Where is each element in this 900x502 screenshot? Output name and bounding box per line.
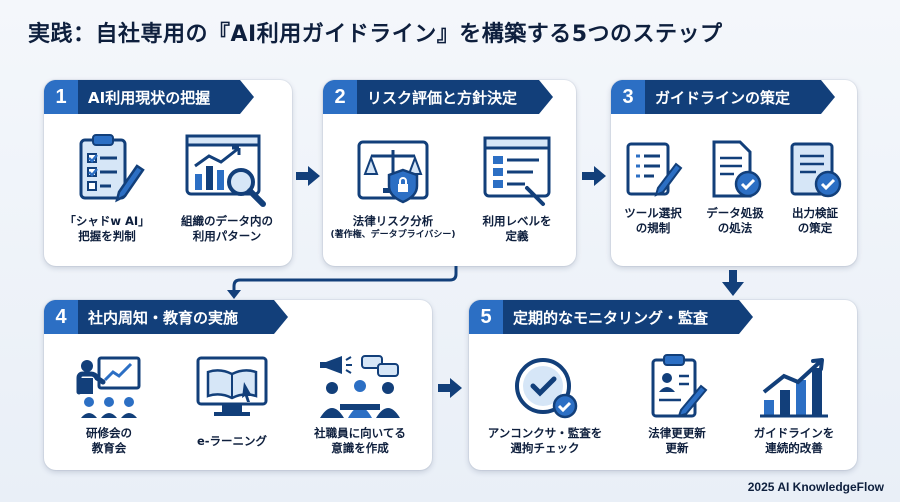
- step-1-item-1-line2: 把握を判制: [78, 229, 136, 243]
- step-3-item-2: データ処扱 の処法: [695, 138, 775, 236]
- step-2-item-1-line2: (著作権、データプライバシー): [330, 230, 456, 240]
- arrow-step2-to-step3: [582, 166, 606, 186]
- step-5-item-2: 法律更更新 更新: [627, 352, 727, 456]
- step-4-item-1-line1: 研修会の: [86, 426, 132, 440]
- step-2-number: 2: [323, 80, 357, 114]
- step-2-item-1: 法律リスク分析 (著作権、データプライバシー): [327, 130, 459, 241]
- step-4-heading: 社内周知・教育の実施: [88, 308, 239, 327]
- step-1-heading: AI利用現状の把握: [88, 88, 211, 107]
- step-5-card: 5 定期的なモニタリング・監査 アンコンクサ・監査を 週拘チェック 法律更更新 …: [469, 300, 857, 470]
- step-2-item-2: 利用レベルを 定義: [463, 130, 571, 244]
- step-5-item-3-line1: ガイドラインを: [753, 426, 835, 440]
- clock-check-icon: [515, 358, 578, 419]
- step-5-heading: 定期的なモニタリング・監査: [513, 308, 709, 327]
- step-4-item-1: 研修会の 教育会: [54, 352, 164, 456]
- step-1-number: 1: [44, 80, 78, 114]
- step-2-item-2-line1: 利用レベルを: [482, 214, 552, 228]
- step-3-item-3-line1: 出力検証: [792, 206, 838, 220]
- step-3-item-2-line2: の処法: [717, 221, 753, 235]
- step-4-item-1-line2: 教育会: [91, 441, 127, 455]
- step-4-item-2: e-ラーニング: [172, 352, 292, 449]
- step-5-item-3-line2: 連続的改善: [765, 441, 823, 455]
- step-3-item-1-line1: ツール選択: [624, 206, 682, 220]
- step-5-number: 5: [469, 300, 503, 334]
- step-3-item-3: 出力検証 の策定: [775, 138, 855, 236]
- step-4-number: 4: [44, 300, 78, 334]
- step-2-item-2-line2: 定義: [505, 229, 529, 243]
- step-3-header: 3 ガイドラインの策定: [611, 80, 835, 114]
- step-3-heading: ガイドラインの策定: [655, 88, 791, 107]
- step-2-card: 2 リスク評価と方針決定 法律リスク分析 (著作権、データプライバシー): [323, 80, 576, 266]
- step-1-item-2-line1: 組織のデータ内の: [181, 214, 273, 228]
- step-2-item-1-line1: 法律リスク分析: [352, 214, 434, 228]
- step-4-item-3-line2: 意識を作成: [331, 441, 389, 455]
- step-3-card: 3 ガイドラインの策定 ツール選択 の規制 データ処扱 の処法: [611, 80, 857, 266]
- page-title: 実践：自社専用の『AI利用ガイドライン』を構築する5つのステップ: [28, 22, 723, 47]
- analytics-magnifier-icon: [185, 134, 266, 207]
- arrow-step4-to-step5: [438, 378, 462, 398]
- step-5-item-3: ガイドラインを 連続的改善: [737, 352, 851, 456]
- arrow-step2-to-step4: [227, 266, 458, 299]
- arrow-step3-to-step5: [722, 270, 744, 296]
- clipboard-person-icon: [651, 354, 708, 418]
- megaphone-audience-icon: [320, 355, 400, 418]
- step-1-item-1: 「シャドw AI」 把握を判制: [52, 130, 162, 244]
- step-5-item-1: アンコンクサ・監査を 週拘チェック: [475, 352, 615, 456]
- step-2-heading: リスク評価と方針決定: [367, 88, 518, 107]
- step-5-item-1-line1: アンコンクサ・監査を: [487, 426, 603, 440]
- growth-chart-icon: [760, 358, 828, 418]
- step-3-number: 3: [611, 80, 645, 114]
- step-3-item-1-line2: の規制: [635, 221, 671, 235]
- step-5-item-2-line2: 更新: [665, 441, 689, 455]
- presentation-icon: [76, 356, 141, 418]
- step-5-item-1-line2: 週拘チェック: [510, 441, 580, 455]
- step-4-card: 4 社内周知・教育の実施 研修会の 教育会 e-ラーニング: [44, 300, 432, 470]
- checklist-pen-icon: [626, 142, 683, 197]
- step-1-item-2: 組織のデータ内の 利用パターン: [168, 130, 286, 244]
- scales-shield-icon: [357, 140, 429, 204]
- footer-credit: 2025 AI KnowledgeFlow: [747, 480, 884, 494]
- arrow-step1-to-step2: [296, 166, 320, 186]
- clipboard-checklist-icon: [79, 134, 145, 203]
- level-list-icon: [483, 136, 551, 206]
- step-4-item-2-line1: e-ラーニング: [196, 434, 268, 448]
- step-3-item-1: ツール選択 の規制: [613, 138, 693, 236]
- document-badge-icon: [712, 140, 762, 198]
- step-1-item-1-line1: 「シャドw AI」: [64, 214, 150, 228]
- step-4-item-3: 社職員に向いてる 意識を作成: [296, 352, 424, 456]
- step-1-header: 1 AI利用現状の把握: [44, 80, 254, 114]
- step-4-header: 4 社内周知・教育の実施: [44, 300, 288, 334]
- step-1-item-2-line2: 利用パターン: [192, 229, 262, 243]
- document-check-icon: [790, 142, 842, 198]
- step-5-header: 5 定期的なモニタリング・監査: [469, 300, 753, 334]
- step-4-item-3-line1: 社職員に向いてる: [314, 426, 406, 440]
- step-3-item-2-line1: データ処扱: [706, 206, 764, 220]
- step-1-card: 1 AI利用現状の把握 「シャドw AI」 把握を判制: [44, 80, 292, 266]
- elearning-monitor-icon: [196, 356, 268, 416]
- step-5-item-2-line1: 法律更更新: [648, 426, 706, 440]
- step-2-header: 2 リスク評価と方針決定: [323, 80, 553, 114]
- step-3-item-3-line2: の策定: [797, 221, 833, 235]
